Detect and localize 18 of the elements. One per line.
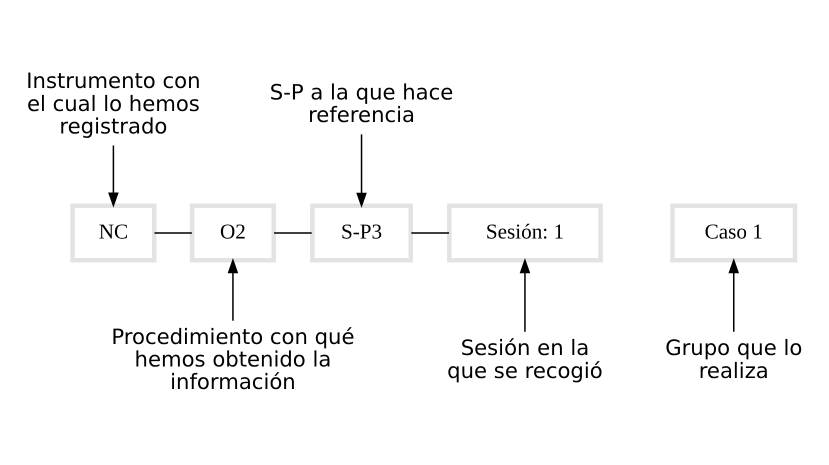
arrow — [728, 258, 740, 332]
arrow — [228, 258, 238, 320]
arrow — [520, 258, 530, 332]
node-text: Sesión en la que se recogió — [447, 334, 603, 382]
node-box: Sesión: 1 — [447, 203, 603, 262]
node-box: NC — [70, 203, 157, 262]
node-box: S-P3 — [310, 203, 413, 262]
node-text: Grupo que lo realiza — [665, 334, 802, 382]
node-box: O2 — [190, 203, 276, 262]
connector — [274, 232, 312, 234]
node-text: S-P a la que hace referencia — [270, 78, 454, 127]
connector — [154, 232, 192, 234]
connector — [411, 232, 450, 234]
node-box: Caso 1 — [670, 203, 798, 262]
node-text: Procedimiento con qué hemos obtenido la información — [111, 323, 355, 394]
arrow — [108, 144, 119, 208]
arrow — [356, 134, 367, 208]
node-text: Instrumento con el cual lo hemos registrado — [26, 68, 200, 138]
